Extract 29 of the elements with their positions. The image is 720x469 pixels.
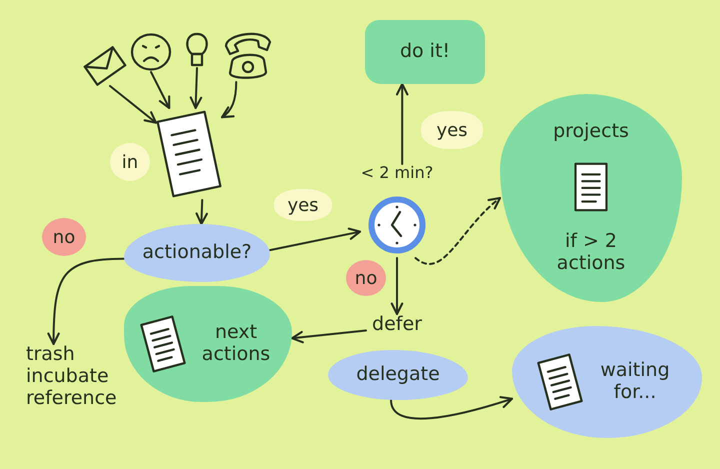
arrow	[290, 330, 367, 344]
action-bubble: delegate	[328, 350, 468, 400]
arrow	[269, 228, 362, 252]
node-label: projects	[552, 121, 630, 144]
arrow	[150, 71, 170, 110]
dashed-arrow	[414, 196, 502, 265]
arrow	[390, 257, 404, 316]
arrow	[196, 199, 208, 226]
edge-label: yes	[274, 189, 332, 221]
edge-label: no	[346, 260, 386, 296]
arrow	[390, 396, 514, 420]
node-text: trash incubate reference	[26, 344, 132, 416]
sad-face-icon	[130, 32, 172, 72]
node-text: defer	[366, 314, 428, 344]
arrow	[396, 82, 408, 165]
decision-bubble: actionable?	[124, 224, 270, 282]
node-label: if > 2 actions	[556, 231, 626, 275]
arrow	[47, 258, 125, 346]
edge-label: no	[42, 218, 86, 256]
node-caption: in	[110, 143, 150, 181]
edge-label: yes	[421, 111, 483, 149]
node-label: waiting for...	[599, 360, 671, 404]
lightbulb-icon	[184, 32, 210, 68]
arrow	[190, 67, 202, 110]
action-box: do it!	[365, 20, 485, 84]
arrow	[220, 81, 238, 118]
arrow	[109, 85, 158, 124]
node-label: < 2 min?	[360, 164, 434, 182]
node-label: next actions	[200, 322, 272, 366]
